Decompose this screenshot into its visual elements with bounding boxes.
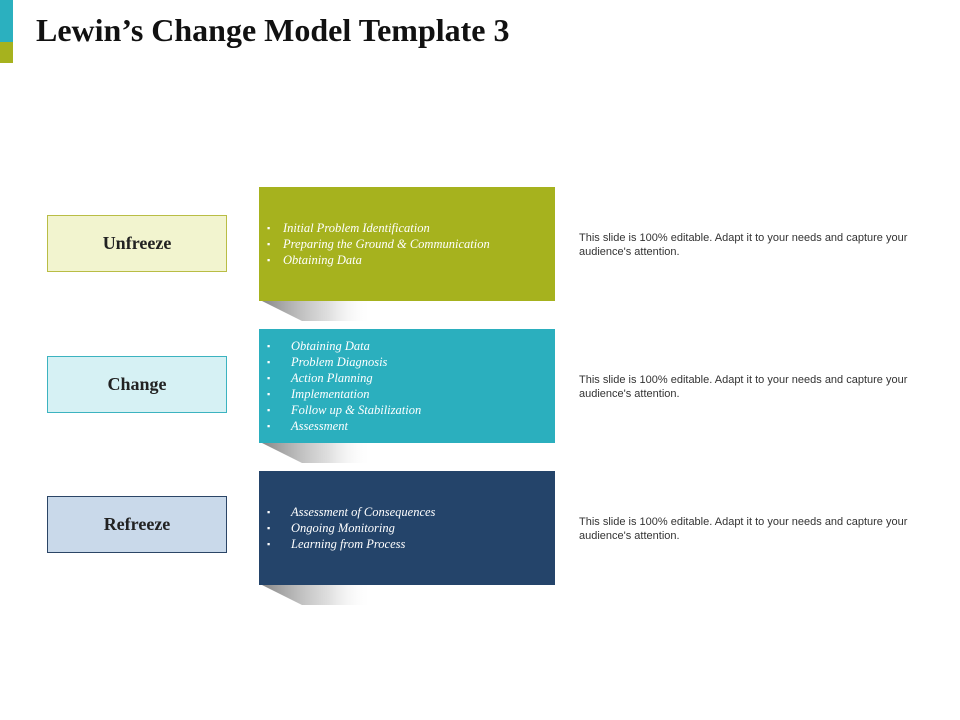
stage-panel-refreeze: ▪ Assessment of Consequences ▪ Ongoing Moni…	[259, 471, 555, 585]
list-item: ▪ Action Planning	[267, 370, 421, 386]
bullet-icon: ▪	[267, 239, 271, 249]
list-item-text: Problem Diagnosis	[291, 355, 388, 369]
bullet-icon: ▪	[267, 539, 271, 549]
list-item-text: Obtaining Data	[291, 339, 370, 353]
bullet-icon: ▪	[267, 223, 271, 233]
stage-item-list: ▪ Obtaining Data ▪ Problem Diagnosis ▪ Action…	[259, 338, 421, 434]
list-item: ▪ Ongoing Monitoring	[267, 520, 435, 536]
bullet-icon: ▪	[267, 405, 271, 415]
stage-label-change: Change	[47, 356, 227, 413]
panel-shadow	[262, 585, 372, 605]
stage-item-list: ▪ Assessment of Consequences ▪ Ongoing Moni…	[259, 504, 435, 552]
list-item: ▪ Implementation	[267, 386, 421, 402]
stage-item-list: ▪ Initial Problem Identification ▪ Preparin…	[259, 220, 490, 268]
list-item-text: Assessment	[291, 419, 348, 433]
accent-bar-olive	[0, 42, 13, 63]
list-item-text: Implementation	[291, 387, 370, 401]
list-item-text: Obtaining Data	[283, 253, 362, 267]
bullet-icon: ▪	[267, 523, 271, 533]
list-item: ▪ Preparing the Ground & Communication	[267, 236, 490, 252]
list-item: ▪ Initial Problem Identification	[267, 220, 490, 236]
stage-panel-unfreeze: ▪ Initial Problem Identification ▪ Preparin…	[259, 187, 555, 301]
panel-shadow	[262, 301, 372, 321]
list-item: ▪ Assessment	[267, 418, 421, 434]
list-item: ▪ Learning from Process	[267, 536, 435, 552]
bullet-icon: ▪	[267, 389, 271, 399]
stage-description-change: This slide is 100% editable. Adapt it to…	[579, 374, 908, 400]
stage-description-unfreeze: This slide is 100% editable. Adapt it to…	[579, 232, 908, 258]
stage-description-refreeze: This slide is 100% editable. Adapt it to…	[579, 516, 908, 542]
stage-label-refreeze: Refreeze	[47, 496, 227, 553]
list-item: ▪ Follow up & Stabilization	[267, 402, 421, 418]
list-item-text: Ongoing Monitoring	[291, 521, 395, 535]
list-item-text: Follow up & Stabilization	[291, 403, 422, 417]
stage-label-unfreeze: Unfreeze	[47, 215, 227, 272]
accent-bar-teal	[0, 0, 13, 42]
stage-panel-change: ▪ Obtaining Data ▪ Problem Diagnosis ▪ Action…	[259, 329, 555, 443]
bullet-icon: ▪	[267, 421, 271, 431]
bullet-icon: ▪	[267, 341, 271, 351]
bullet-icon: ▪	[267, 255, 271, 265]
list-item-text: Initial Problem Identification	[283, 221, 430, 235]
bullet-icon: ▪	[267, 357, 271, 367]
list-item-text: Learning from Process	[291, 537, 406, 551]
list-item-text: Preparing the Ground & Communication	[283, 237, 490, 251]
list-item: ▪ Obtaining Data	[267, 252, 490, 268]
page-title: Lewin’s Change Model Template 3	[36, 12, 510, 48]
bullet-icon: ▪	[267, 373, 271, 383]
list-item: ▪ Obtaining Data	[267, 338, 421, 354]
list-item: ▪ Assessment of Consequences	[267, 504, 435, 520]
bullet-icon: ▪	[267, 507, 271, 517]
panel-shadow	[262, 443, 372, 463]
list-item-text: Assessment of Consequences	[291, 505, 436, 519]
list-item-text: Action Planning	[291, 371, 373, 385]
list-item: ▪ Problem Diagnosis	[267, 354, 421, 370]
